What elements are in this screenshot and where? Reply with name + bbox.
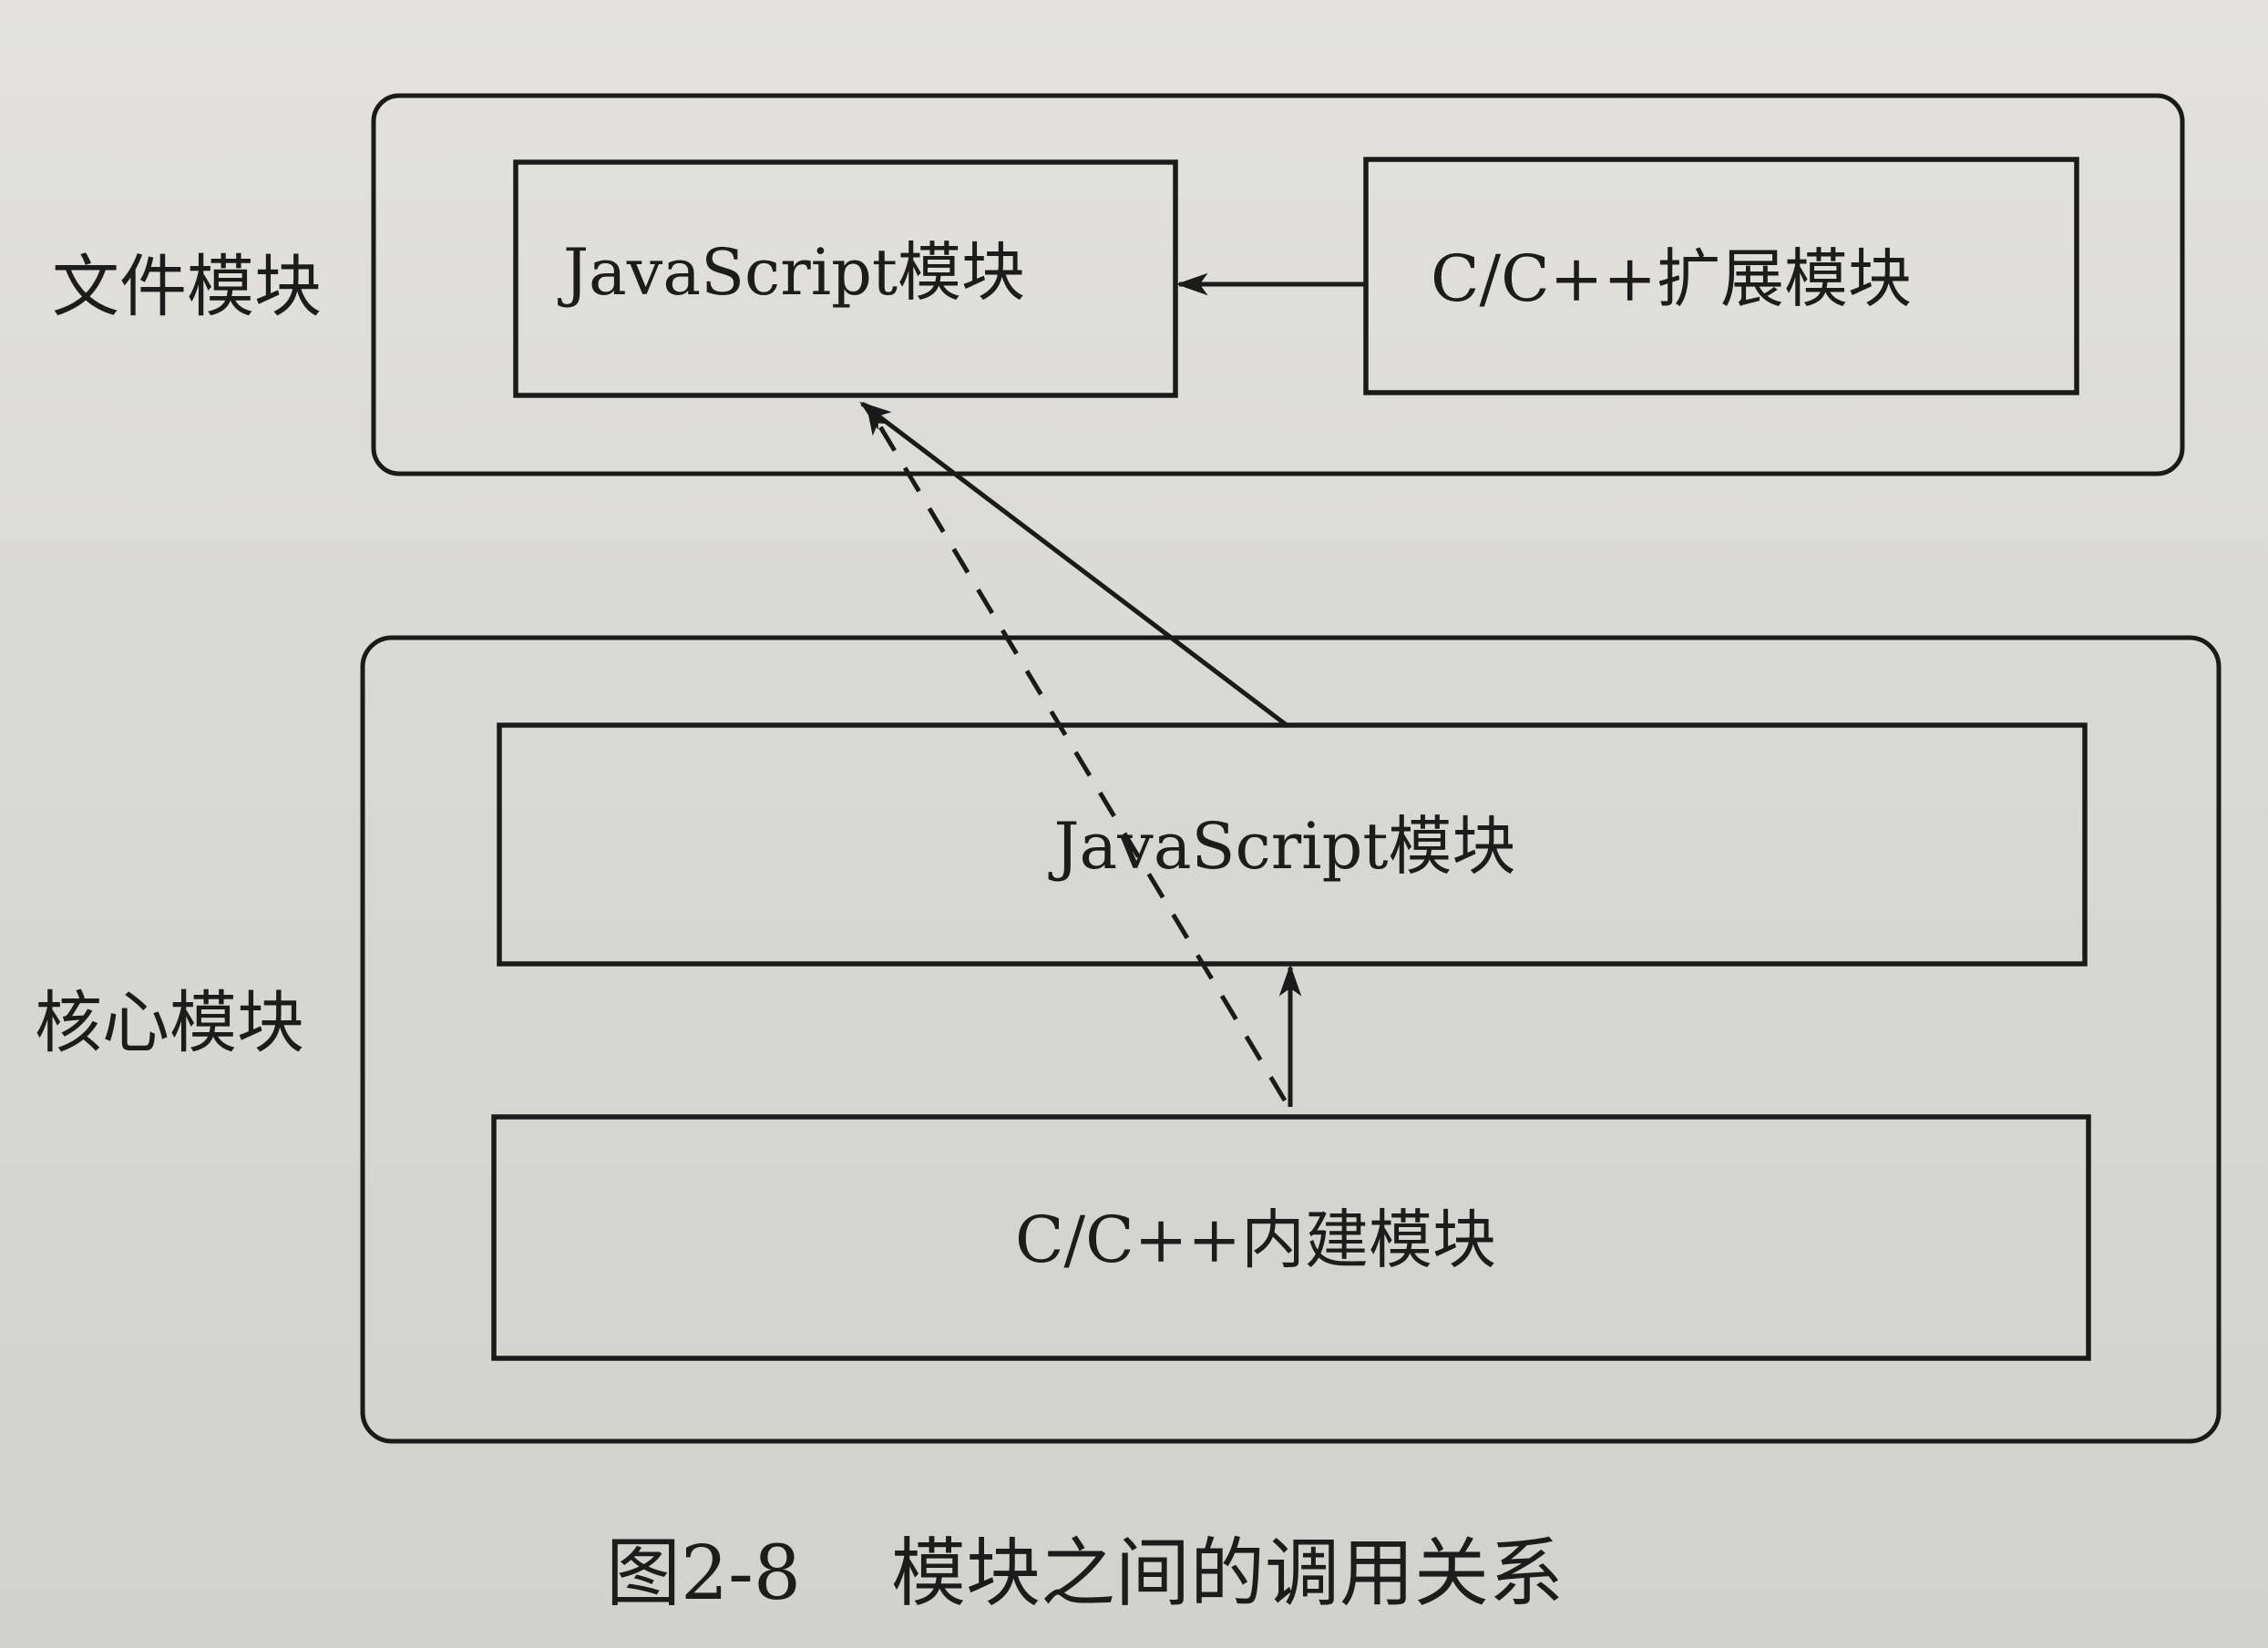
file-cpp-extension-module-box <box>1363 157 2079 395</box>
edge-core-js-to-file-js <box>859 401 1288 727</box>
file-js-module-label: JavaScript模块 <box>558 235 1025 310</box>
core-js-module-label: JavaScript模块 <box>1048 809 1515 884</box>
file-modules-group-frame <box>371 93 2185 476</box>
core-cpp-builtin-module-label: C/C++内建模块 <box>1015 1203 1496 1277</box>
edge-core-cpp-builtin-to-file-js <box>865 402 1288 1102</box>
file-js-module-box <box>513 159 1178 398</box>
core-cpp-builtin-module-box <box>491 1114 2091 1361</box>
core-js-module-box <box>497 722 2088 967</box>
core-modules-group-frame <box>360 635 2222 1444</box>
core-modules-group-label: 核心模块 <box>35 984 304 1062</box>
file-cpp-extension-module-label: C/C++扩展模块 <box>1431 241 1912 316</box>
figure-number: 图2-8 <box>606 1530 801 1617</box>
file-modules-group-label: 文件模块 <box>52 248 322 326</box>
figure-caption: 模块之间的调用关系 <box>891 1530 1564 1617</box>
